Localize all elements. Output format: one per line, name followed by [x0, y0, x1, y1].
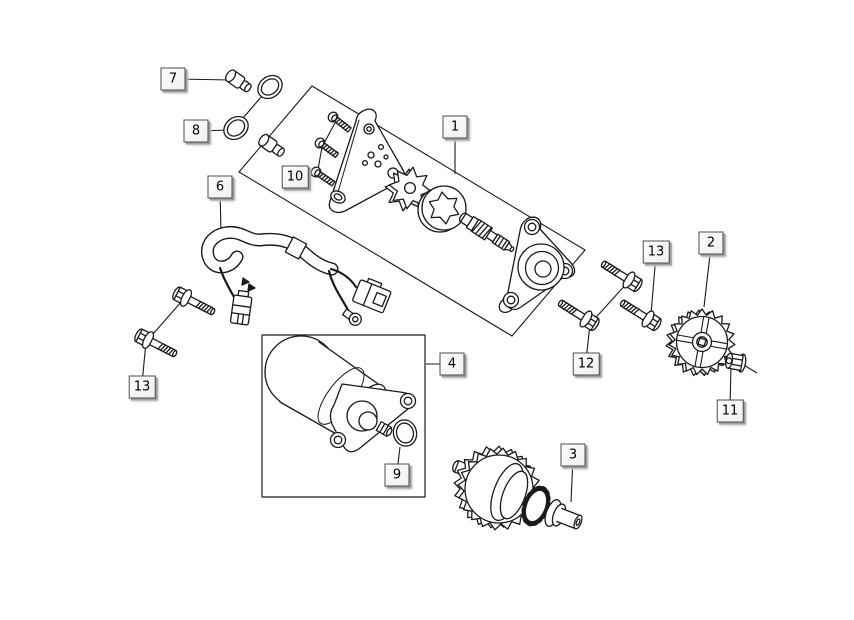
- sprocket: [665, 308, 736, 377]
- callout-13-left[interactable]: 13: [128, 375, 156, 399]
- drive-shaft-worm: [458, 212, 515, 253]
- bolt-13-right: [615, 293, 665, 335]
- callout-13-left-label: 13: [133, 379, 151, 395]
- callout-8-label: 8: [191, 123, 201, 139]
- plug-cap: [258, 133, 285, 157]
- callout-11-label: 11: [721, 403, 739, 419]
- callout-2[interactable]: 2: [698, 231, 724, 255]
- callout-1-label: 1: [450, 119, 460, 135]
- o-ring-part-9: [392, 419, 418, 447]
- callout-1[interactable]: 1: [442, 115, 468, 139]
- callout-10-label: 10: [286, 169, 304, 185]
- flange-nut: [725, 352, 747, 373]
- callout-7[interactable]: 7: [160, 67, 186, 91]
- callout-3[interactable]: 3: [560, 443, 586, 467]
- ring-terminal: [341, 308, 362, 326]
- left-connector: [229, 289, 253, 326]
- callout-13-right-label: 13: [647, 244, 665, 260]
- bushing-part-7: [225, 69, 252, 93]
- outer-rotor-gear: [417, 185, 467, 233]
- callout-4-label: 4: [447, 356, 457, 372]
- bolt-13-left-lower: [131, 325, 181, 364]
- callout-12[interactable]: 12: [572, 352, 600, 376]
- inner-rotor-gear: [384, 166, 432, 212]
- cover-plate: [498, 216, 576, 314]
- cable-assembly: [201, 226, 392, 326]
- bolt-12-lower: [553, 293, 603, 335]
- bolt-13-left-upper: [169, 283, 219, 322]
- leader-lines: [141, 78, 758, 503]
- callout-8[interactable]: 8: [183, 119, 209, 143]
- callout-9-label: 9: [392, 467, 402, 483]
- callout-6[interactable]: 6: [207, 175, 233, 199]
- connector-block: [352, 277, 392, 314]
- callout-12-label: 12: [577, 356, 595, 372]
- callout-10[interactable]: 10: [281, 165, 309, 189]
- callout-2-label: 2: [706, 235, 716, 251]
- callout-13-right[interactable]: 13: [642, 240, 670, 264]
- callout-6-label: 6: [215, 179, 225, 195]
- callout-9[interactable]: 9: [384, 463, 410, 487]
- callout-7-label: 7: [168, 71, 178, 87]
- starter-motor: [264, 335, 417, 453]
- callout-11[interactable]: 11: [716, 399, 744, 423]
- callout-4[interactable]: 4: [439, 352, 465, 376]
- callout-3-label: 3: [568, 447, 578, 463]
- starter-gear-assembly: [452, 445, 583, 531]
- starter-motor-box: [261, 334, 426, 498]
